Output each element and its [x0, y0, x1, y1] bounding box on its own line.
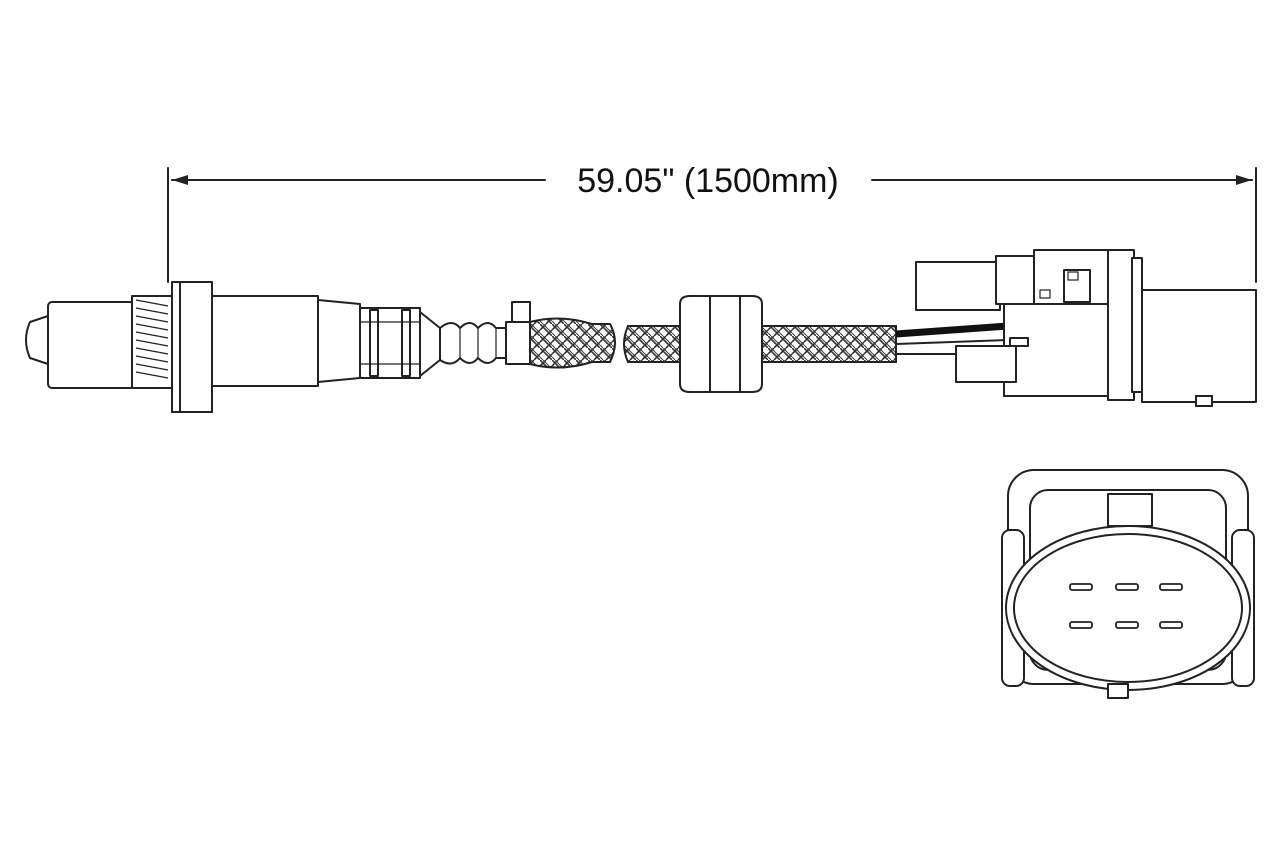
connector-side-view	[915, 249, 1257, 407]
pin-6	[1159, 621, 1183, 629]
sensor-crimp-sleeve	[359, 307, 441, 379]
pin-1	[1069, 583, 1093, 591]
sensor-hex-nut	[171, 281, 213, 413]
pin-5	[1115, 621, 1139, 629]
sensor-tip	[25, 301, 135, 389]
pin-3	[1159, 583, 1183, 591]
braided-cable-segment-1	[529, 317, 616, 369]
pin-2	[1115, 583, 1139, 591]
connector-end-view	[1001, 469, 1255, 699]
braided-cable-segment-2	[623, 325, 681, 363]
connector-pins	[1069, 583, 1183, 629]
arrow-right-icon	[1236, 175, 1252, 185]
exposed-wires	[895, 322, 1009, 355]
cable-grommet	[679, 295, 763, 393]
sensor-bellows	[439, 322, 507, 365]
dimension-line: 59.05" (1500mm)	[167, 162, 1257, 283]
arrow-left-icon	[172, 175, 188, 185]
pin-4	[1069, 621, 1093, 629]
sensor-thread	[131, 295, 173, 389]
sensor-body	[211, 295, 361, 387]
dimension-label: 59.05" (1500mm)	[577, 162, 839, 200]
braided-cable-segment-3	[761, 325, 897, 363]
